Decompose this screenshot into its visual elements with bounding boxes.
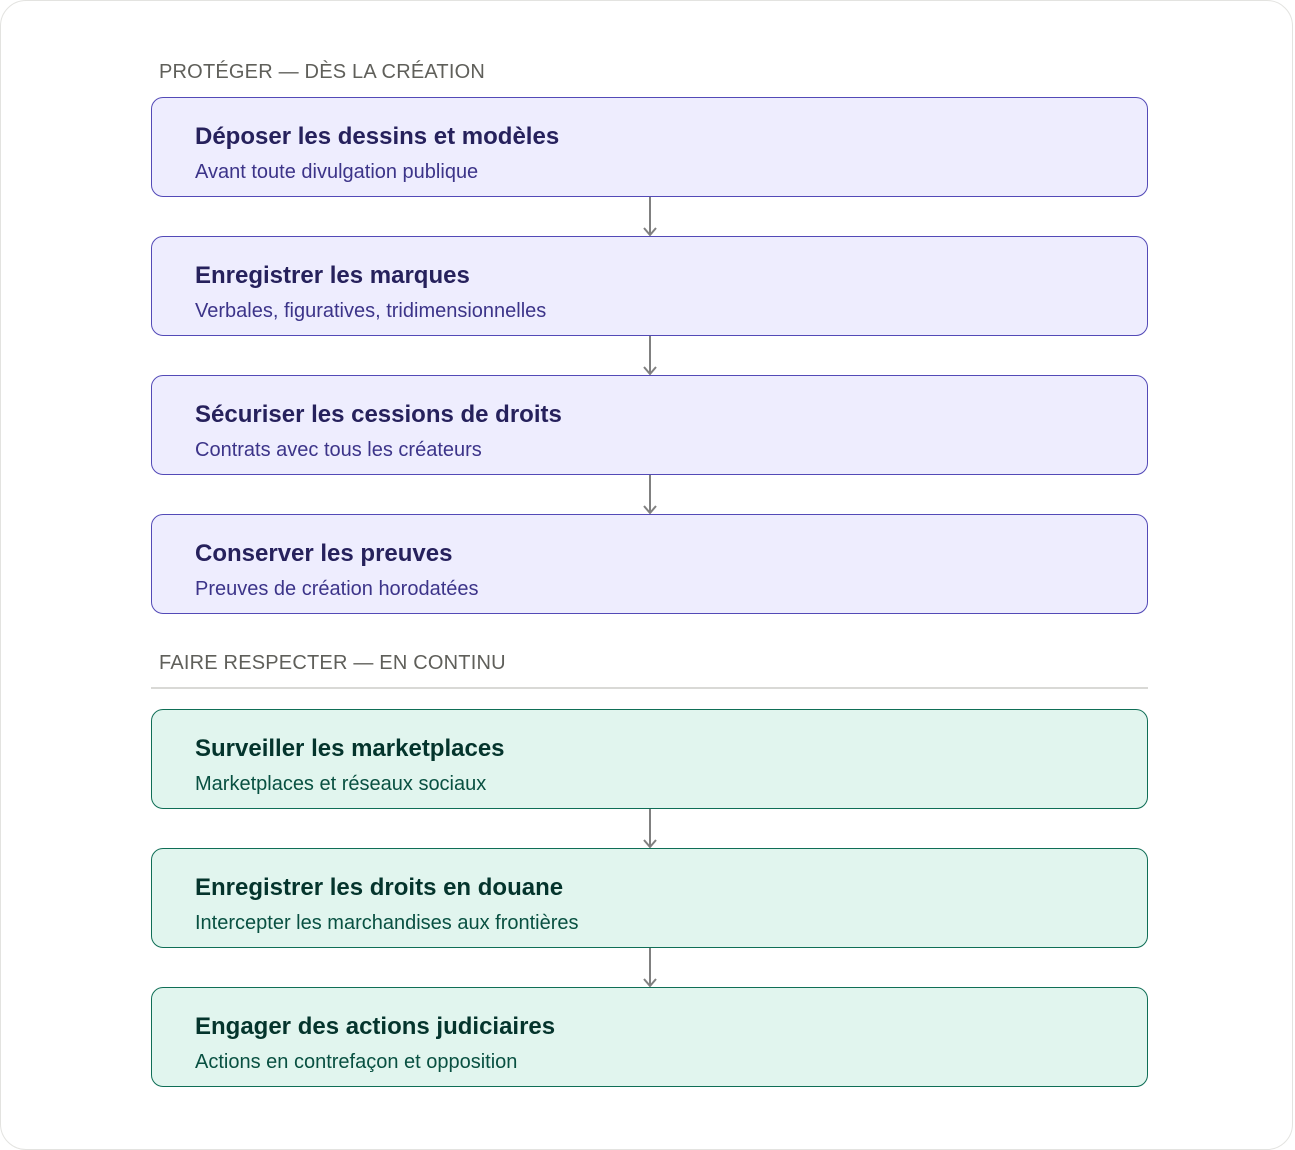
step-title: Engager des actions judiciaires	[195, 1013, 556, 1040]
step-card-trademarks: Enregistrer les marques Verbales, figura…	[151, 236, 1148, 336]
section-divider	[151, 687, 1148, 689]
step-card-assignments: Sécuriser les cessions de droits Contrat…	[151, 375, 1148, 475]
step-subtitle: Preuves de création horodatées	[195, 578, 479, 600]
step-subtitle: Contrats avec tous les créateurs	[195, 439, 482, 461]
step-subtitle: Intercepter les marchandises aux frontiè…	[195, 912, 579, 934]
step-title: Conserver les preuves	[195, 540, 453, 567]
step-title: Enregistrer les marques	[195, 262, 470, 289]
section-label-enforce: FAIRE RESPECTER — EN CONTINU	[159, 652, 506, 674]
step-subtitle: Avant toute divulgation publique	[195, 161, 479, 183]
step-title: Enregistrer les droits en douane	[195, 874, 564, 901]
section-label-protect: PROTÉGER — DÈS LA CRÉATION	[159, 61, 486, 83]
step-card-litigation: Engager des actions judiciaires Actions …	[151, 987, 1148, 1087]
step-card-designs: Déposer les dessins et modèles Avant tou…	[151, 97, 1148, 197]
step-subtitle: Marketplaces et réseaux sociaux	[195, 773, 487, 795]
step-card-evidence: Conserver les preuves Preuves de créatio…	[151, 514, 1148, 614]
arrow-down-icon	[643, 809, 657, 849]
arrow-down-icon	[643, 336, 657, 376]
step-title: Déposer les dessins et modèles	[195, 123, 560, 150]
step-subtitle: Verbales, figuratives, tridimensionnelle…	[195, 300, 547, 322]
step-title: Surveiller les marketplaces	[195, 735, 505, 762]
arrow-down-icon	[643, 197, 657, 237]
step-subtitle: Actions en contrefaçon et opposition	[195, 1051, 518, 1073]
step-title: Sécuriser les cessions de droits	[195, 401, 562, 428]
step-card-marketplaces: Surveiller les marketplaces Marketplaces…	[151, 709, 1148, 809]
arrow-down-icon	[643, 475, 657, 515]
step-card-customs: Enregistrer les droits en douane Interce…	[151, 848, 1148, 948]
arrow-down-icon	[643, 948, 657, 988]
